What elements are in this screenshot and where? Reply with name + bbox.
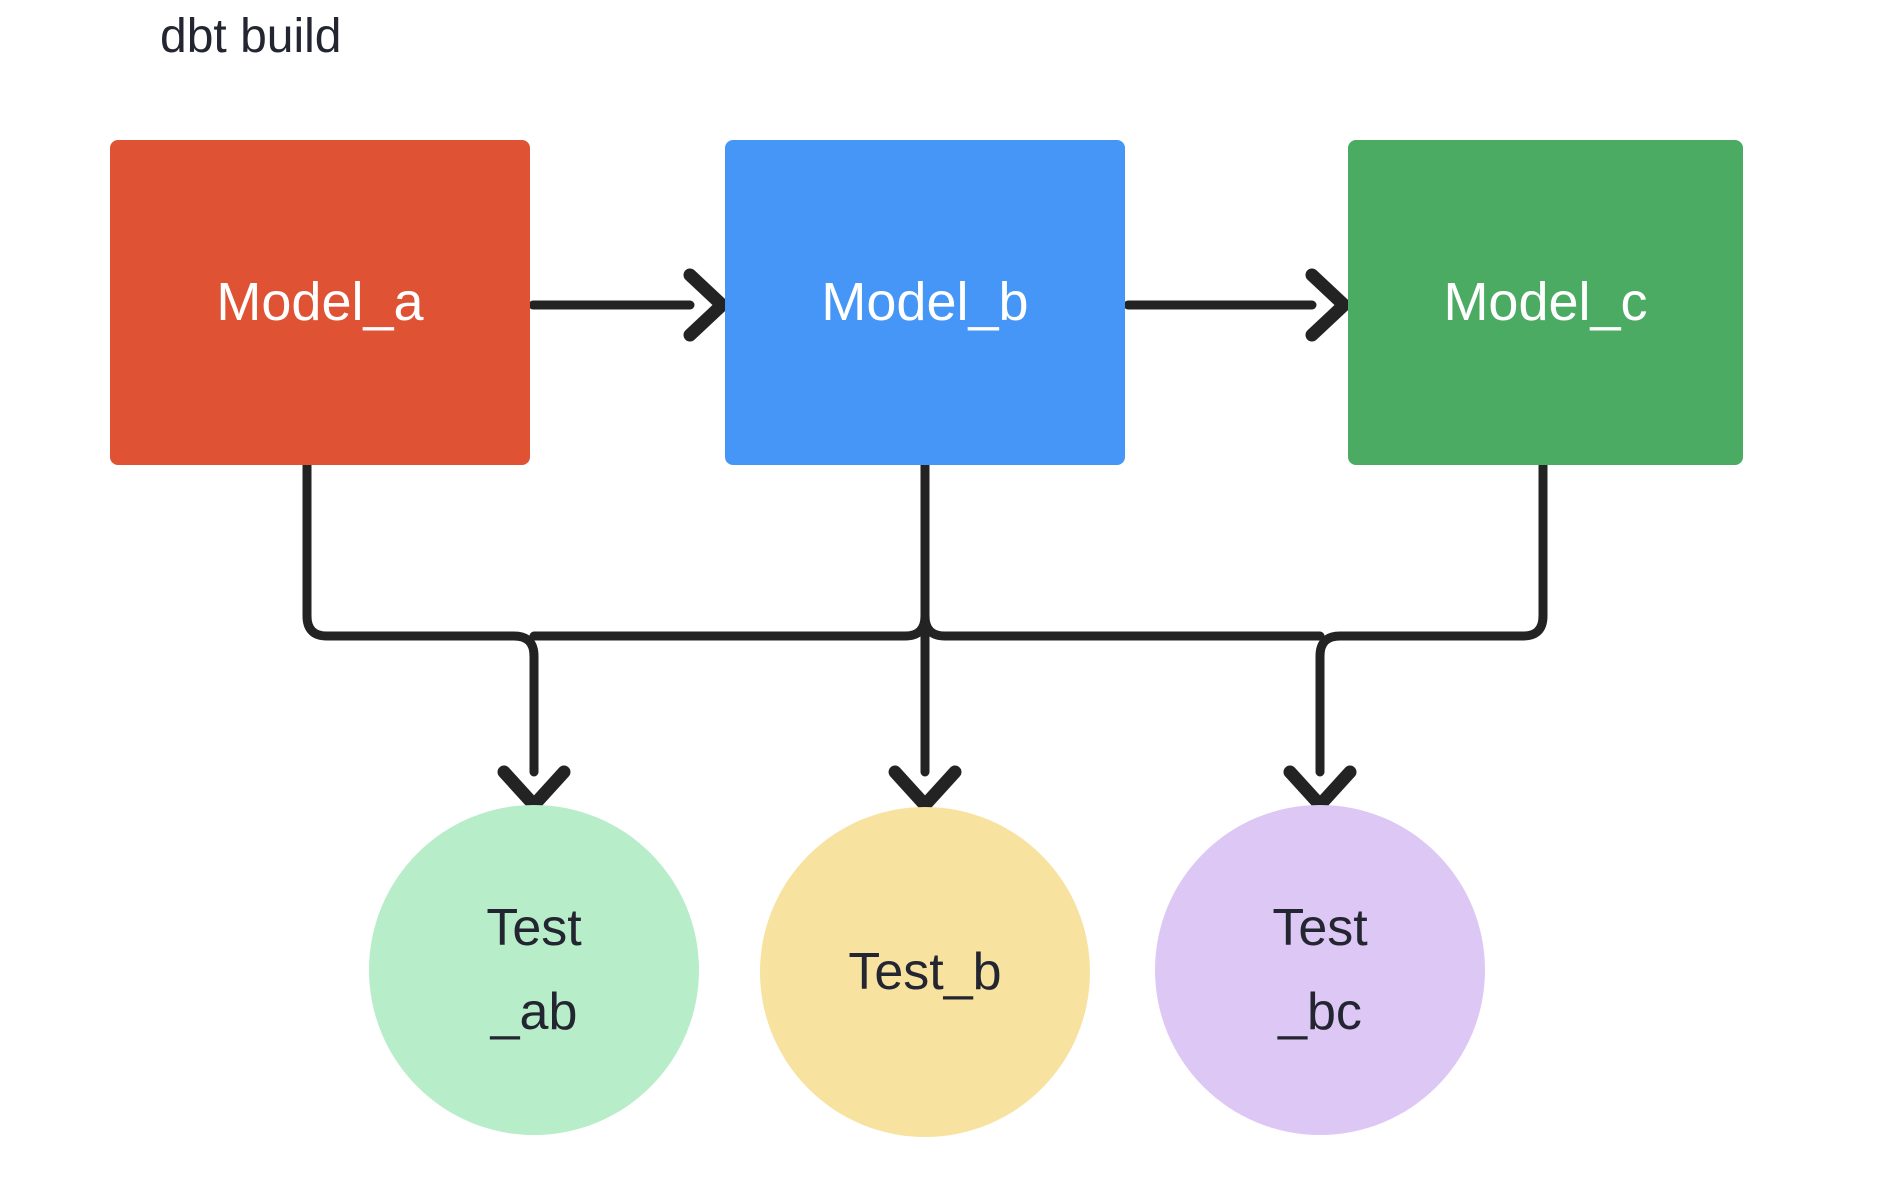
edge-junction-sweeps (529, 611, 1325, 641)
test-node-label-line2: _ab (490, 983, 578, 1041)
test-node-label-line1: Test (486, 898, 582, 957)
model-node-model-c[interactable]: Model_c (1348, 140, 1743, 465)
test-node-test-bc[interactable]: Test _bc (1155, 805, 1485, 1135)
test-node-label-line1: Test_b (848, 942, 1002, 1001)
model-node-label: Model_b (821, 271, 1029, 332)
edge-model-c-to-test-bc (1283, 460, 1548, 812)
model-node-model-a[interactable]: Model_a (110, 140, 530, 465)
diagram-title: dbt build (160, 10, 342, 63)
edge-model-a-to-test-ab (302, 460, 571, 812)
model-node-model-b[interactable]: Model_b (725, 140, 1125, 465)
test-node-label-line1: Test (1272, 898, 1368, 957)
test-node-label-line2: _bc (1278, 983, 1362, 1041)
edge-model-a-to-model-b (528, 268, 729, 342)
model-node-label: Model_c (1443, 271, 1648, 332)
edge-model-b-to-test-b (888, 460, 962, 812)
test-node-test-ab[interactable]: Test _ab (369, 805, 699, 1135)
model-node-label: Model_a (216, 271, 424, 332)
edge-model-b-to-model-c (1123, 268, 1351, 342)
test-node-test-b[interactable]: Test_b (760, 807, 1090, 1137)
